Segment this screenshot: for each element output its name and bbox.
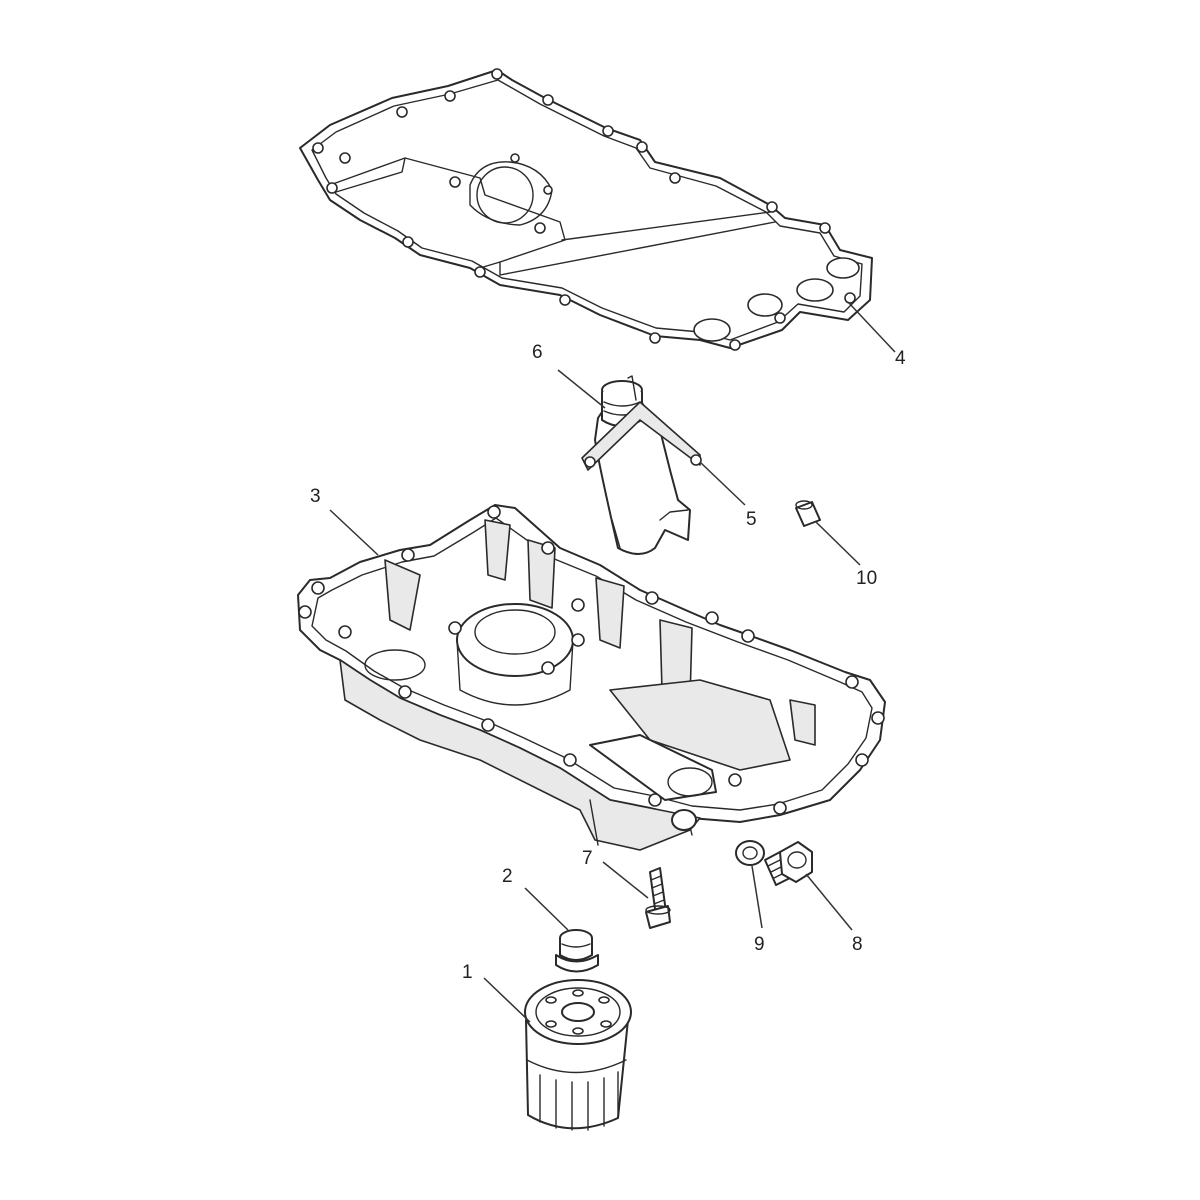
gasket-part (299, 68, 873, 351)
callout-3: 3 (310, 486, 321, 507)
callout-9: 9 (754, 934, 765, 955)
callout-5: 5 (746, 509, 757, 530)
washer-part (735, 840, 765, 866)
oil-filter-holes (545, 989, 612, 1035)
oil-pan-bolt-holes (298, 505, 885, 815)
callout-6: 6 (532, 342, 543, 363)
oil-filter-adapter-part (555, 929, 599, 973)
leader-8 (805, 873, 853, 931)
oil-pickup-strainer-part (581, 375, 702, 555)
leader-6 (557, 369, 606, 409)
oil-pan-part (297, 504, 886, 851)
drain-plug-part (764, 841, 813, 886)
bolt-part (645, 867, 671, 929)
callout-2: 2 (502, 866, 513, 887)
callout-4: 4 (895, 348, 906, 369)
callout-10: 10 (856, 568, 877, 589)
leader-4 (847, 301, 896, 353)
leader-1 (483, 977, 531, 1023)
callout-1: 1 (462, 962, 473, 983)
oil-filter-part (524, 979, 632, 1131)
leader-5 (699, 461, 746, 506)
dowel-part (795, 500, 821, 527)
leader-3 (329, 509, 379, 556)
gasket-bolt-holes (312, 68, 856, 351)
leader-7 (602, 861, 649, 899)
leader-10 (815, 521, 861, 566)
leader-2 (524, 887, 569, 931)
callout-8: 8 (852, 934, 863, 955)
leader-9 (751, 865, 763, 929)
callout-7: 7 (582, 848, 593, 869)
